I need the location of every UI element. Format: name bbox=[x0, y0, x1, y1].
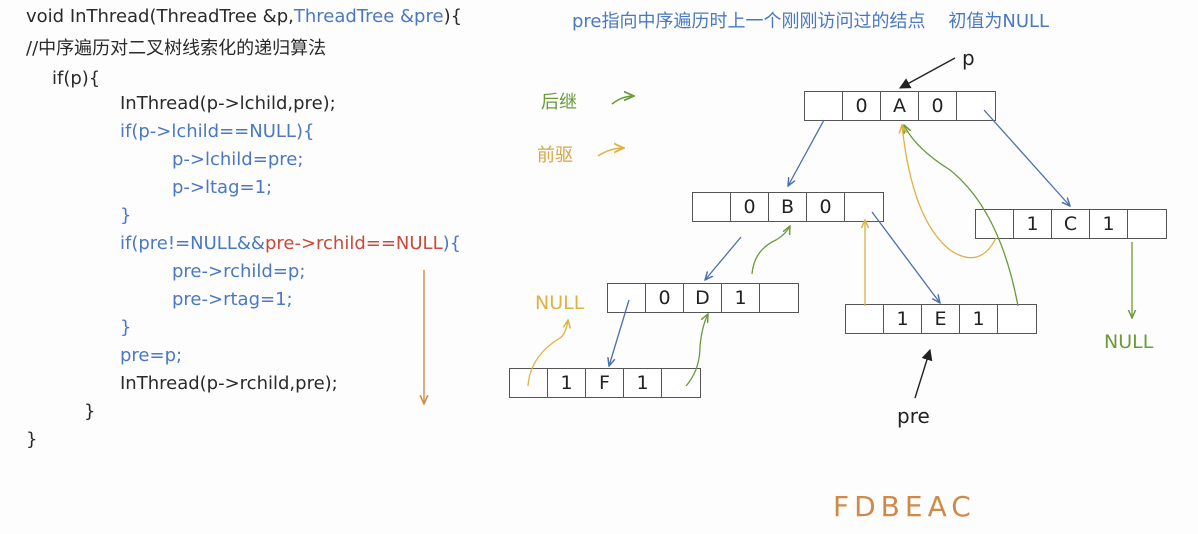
code-line: } bbox=[26, 429, 37, 451]
code-token: void InThread(ThreadTree &p, bbox=[26, 6, 294, 27]
pointer-p-label: p bbox=[962, 46, 975, 70]
data-cell: D bbox=[684, 284, 722, 312]
code-line: pre->rtag=1; bbox=[172, 289, 293, 311]
data-cell: E bbox=[922, 305, 960, 333]
lchild-cell bbox=[510, 369, 548, 397]
thread-d-to-b bbox=[751, 226, 790, 275]
rtag-cell: 0 bbox=[807, 193, 845, 221]
ltag-cell: 0 bbox=[843, 92, 881, 120]
code-token: } bbox=[84, 401, 96, 422]
lchild-cell bbox=[693, 193, 731, 221]
ltag-cell: 1 bbox=[1014, 210, 1052, 238]
code-line: InThread(p->rchild,pre); bbox=[120, 373, 338, 395]
pre-pointer-arrow bbox=[914, 348, 933, 399]
code-line: void InThread(ThreadTree &p,ThreadTree &… bbox=[26, 6, 462, 28]
code-line: } bbox=[120, 205, 131, 227]
thread-e-to-a bbox=[904, 125, 1019, 307]
code-token: InThread(p->lchild,pre); bbox=[120, 93, 336, 114]
thread-c-to-a bbox=[902, 125, 997, 259]
legend-predecessor-arrow bbox=[597, 148, 624, 157]
edge-b-e bbox=[871, 211, 940, 303]
code-token: InThread(p->rchild,pre); bbox=[120, 373, 338, 394]
legend-predecessor: 前驱 bbox=[537, 145, 573, 166]
code-token: //中序遍历对二叉树线索化的递归算法 bbox=[26, 38, 327, 59]
rtag-cell: 1 bbox=[722, 284, 760, 312]
code-token: p->lchild=pre; bbox=[172, 149, 304, 170]
inorder-sequence: FDBEAC bbox=[833, 490, 976, 523]
code-line: p->ltag=1; bbox=[172, 177, 272, 199]
code-token: pre->rchild=p; bbox=[172, 261, 306, 282]
ltag-cell: 0 bbox=[731, 193, 769, 221]
null-label-left: NULL bbox=[535, 292, 585, 314]
rtag-cell: 1 bbox=[960, 305, 998, 333]
ltag-cell: 0 bbox=[646, 284, 684, 312]
pointer-pre-label: pre bbox=[897, 404, 930, 428]
data-cell: A bbox=[881, 92, 919, 120]
code-line: pre=p; bbox=[120, 345, 182, 367]
code-token: if(pre!=NULL&& bbox=[120, 233, 265, 254]
code-token: ){ bbox=[442, 233, 462, 254]
data-cell: C bbox=[1052, 210, 1090, 238]
p-pointer-arrow bbox=[899, 57, 956, 89]
ltag-cell: 1 bbox=[548, 369, 586, 397]
code-token: pre=p; bbox=[120, 345, 183, 366]
edge-a-c bbox=[983, 109, 1070, 206]
lchild-cell bbox=[805, 92, 843, 120]
data-cell: B bbox=[769, 193, 807, 221]
code-token: } bbox=[120, 317, 132, 338]
code-token: if(p->lchild==NULL){ bbox=[120, 121, 315, 142]
code-line: if(pre!=NULL&&pre->rchild==NULL){ bbox=[120, 233, 461, 255]
ltag-cell: 1 bbox=[884, 305, 922, 333]
thread-f-to-d bbox=[685, 314, 708, 387]
lchild-cell bbox=[608, 284, 646, 312]
code-token: } bbox=[120, 205, 132, 226]
thread-f-to-null bbox=[527, 320, 568, 387]
edge-b-d bbox=[705, 236, 742, 280]
data-cell: F bbox=[586, 369, 624, 397]
code-token: if(p){ bbox=[52, 68, 101, 89]
lchild-cell bbox=[976, 210, 1014, 238]
edge-a-b bbox=[788, 119, 825, 186]
rtag-cell: 1 bbox=[624, 369, 662, 397]
code-token: pre->rtag=1; bbox=[172, 289, 293, 310]
null-label-right: NULL bbox=[1104, 331, 1154, 353]
pre-note: pre指向中序遍历时上一个刚刚访问过的结点 初值为NULL bbox=[572, 11, 1050, 32]
code-token: ThreadTree &pre bbox=[293, 6, 444, 27]
lchild-cell bbox=[846, 305, 884, 333]
legend-successor: 后继 bbox=[541, 92, 577, 113]
code-line: if(p->lchild==NULL){ bbox=[120, 121, 314, 143]
code-token: pre->rchild==NULL bbox=[264, 233, 443, 254]
code-line: InThread(p->lchild,pre); bbox=[120, 93, 336, 115]
code-line: pre->rchild=p; bbox=[172, 261, 305, 283]
code-line: p->lchild=pre; bbox=[172, 149, 303, 171]
edge-d-f bbox=[609, 299, 630, 366]
code-token: } bbox=[26, 429, 38, 450]
rtag-cell: 1 bbox=[1090, 210, 1128, 238]
legend-successor-arrow bbox=[611, 96, 634, 105]
code-line: } bbox=[84, 401, 95, 423]
code-token: ){ bbox=[443, 6, 463, 27]
rtag-cell: 0 bbox=[919, 92, 957, 120]
code-line: } bbox=[120, 317, 131, 339]
code-token: p->ltag=1; bbox=[172, 177, 273, 198]
code-line: if(p){ bbox=[52, 68, 100, 90]
code-line: //中序遍历对二叉树线索化的递归算法 bbox=[26, 38, 326, 60]
